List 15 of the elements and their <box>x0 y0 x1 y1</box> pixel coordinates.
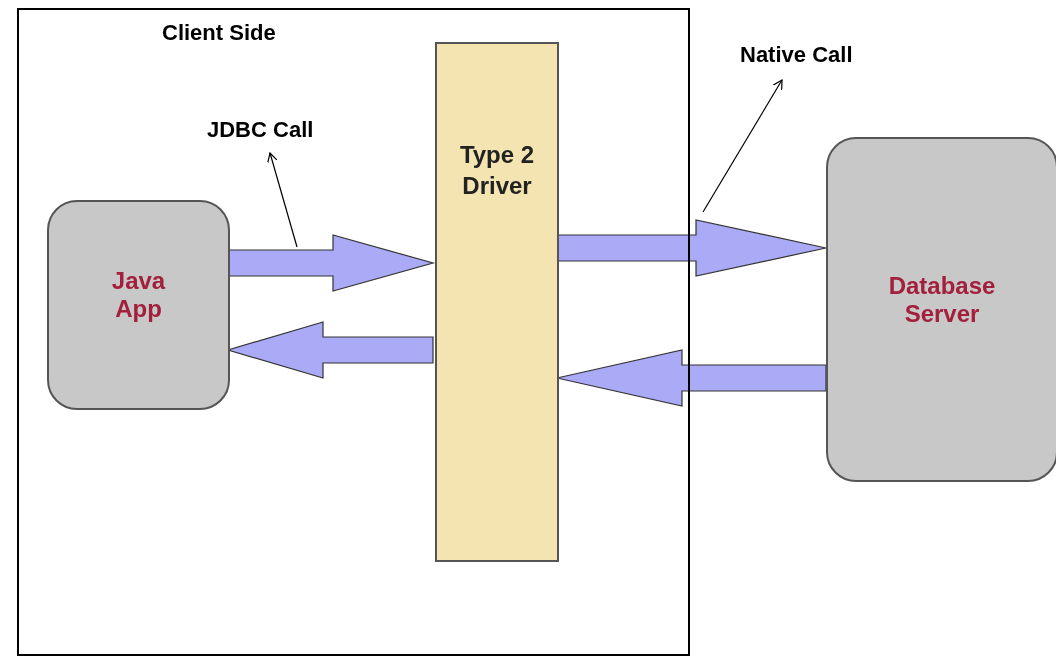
block-arrow <box>556 349 827 407</box>
node-label: Database Server <box>887 271 997 328</box>
node-label: Java App <box>110 267 167 323</box>
app-box <box>47 200 230 410</box>
block-arrow <box>556 219 827 277</box>
block-arrow <box>227 234 436 292</box>
group-title: Client Side <box>162 20 276 46</box>
call-label: JDBC Call <box>207 117 314 143</box>
node-label: Type 2 Driver <box>458 140 536 202</box>
call-label: Native Call <box>740 42 853 68</box>
server-box <box>826 137 1056 482</box>
client-boundary <box>17 8 690 656</box>
driver-box <box>435 42 559 562</box>
leader-line <box>702 79 783 213</box>
leader-line <box>267 152 298 248</box>
